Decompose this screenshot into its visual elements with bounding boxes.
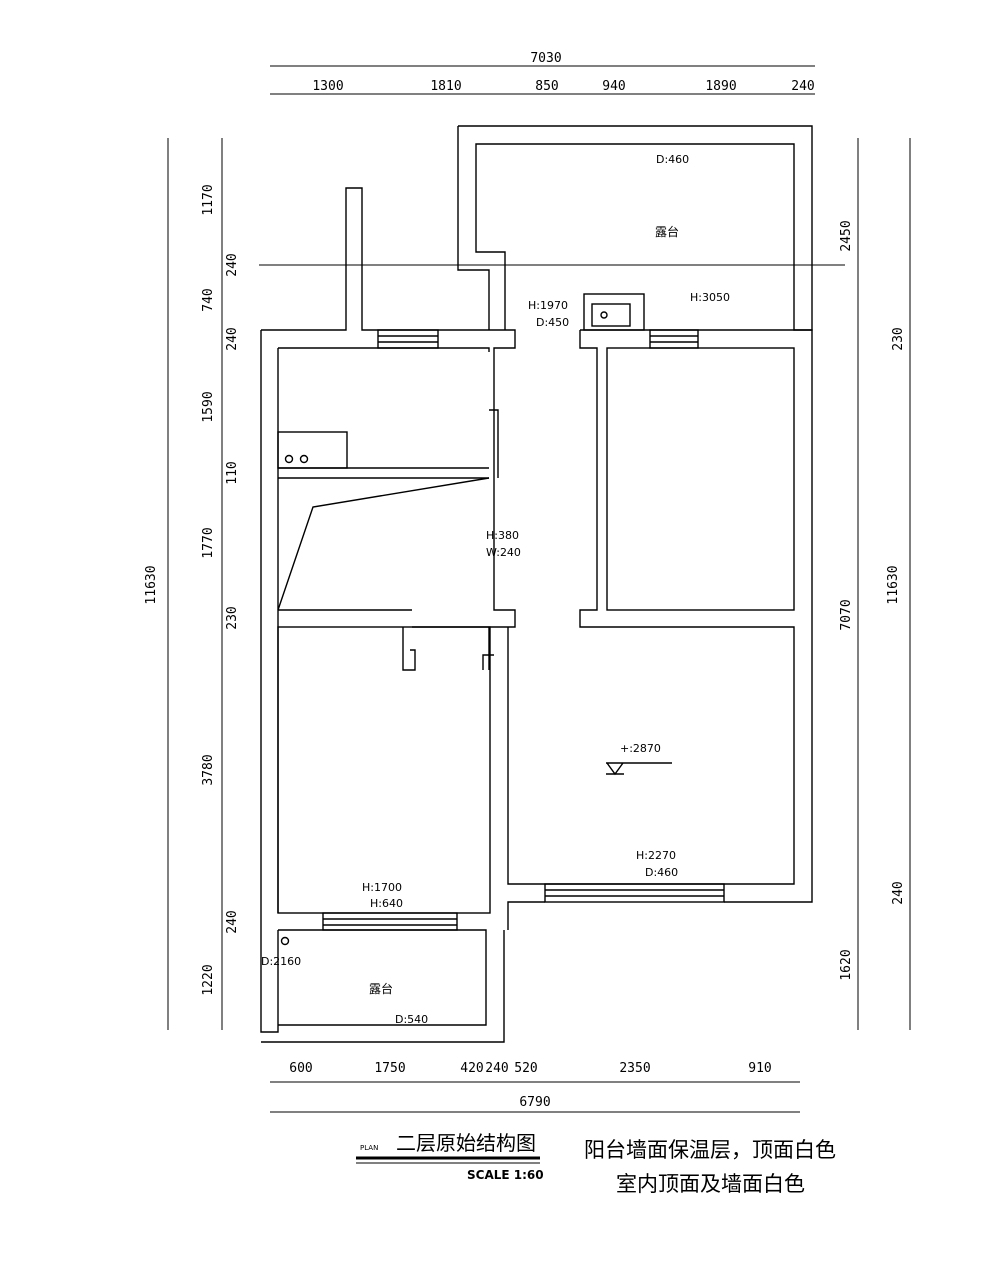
opening-mid-w: W:240 <box>486 546 521 559</box>
bottom-balcony-wall <box>261 930 505 1043</box>
balcony-top-label: 露台 <box>655 224 679 239</box>
note-line-2: 室内顶面及墙面白色 <box>616 1172 805 1196</box>
dim-top-seg: 1890 <box>705 79 736 94</box>
top-balcony-wall <box>457 126 490 330</box>
dim-right-seg: 1620 <box>839 949 854 980</box>
window-left-bottom <box>322 912 458 931</box>
window-right-h: H:2270 <box>636 849 676 862</box>
dim-bottom-seg: 910 <box>748 1061 771 1076</box>
left-bedroom-walls <box>277 626 491 914</box>
outer-wall <box>278 347 490 352</box>
dim-top-seg: 1300 <box>312 79 343 94</box>
right-room-upper <box>606 347 795 611</box>
drawing-title: 二层原始结构图 <box>396 1131 536 1155</box>
dim-top-seg: 940 <box>602 79 625 94</box>
window-left-d: H:640 <box>370 897 403 910</box>
balcony-bottom-d1: D:2160 <box>261 955 301 968</box>
stair-outline <box>277 477 490 611</box>
dim-left-total: 11630 <box>144 565 159 604</box>
dim-right-seg: 2450 <box>839 220 854 251</box>
drain-circle <box>280 936 290 946</box>
plan-tag: PLAN <box>360 1144 379 1152</box>
burner-left <box>284 454 294 464</box>
dimension-lines <box>167 65 911 1113</box>
dim-left-seg: 240 <box>225 327 240 350</box>
dim-left-seg: 1590 <box>201 391 216 422</box>
dim-left-seg: 1170 <box>201 184 216 215</box>
dim-left-seg: 740 <box>201 288 216 311</box>
drawing-scale: SCALE 1:60 <box>467 1168 544 1182</box>
outer-wall <box>261 187 516 628</box>
dim-left-seg: 240 <box>225 253 240 276</box>
window-right-d: D:460 <box>645 866 678 879</box>
dim-right-seg: 240 <box>891 881 906 904</box>
top-balcony-wall <box>458 125 813 331</box>
dim-left-seg: 3780 <box>201 754 216 785</box>
dim-left-seg: 110 <box>225 461 240 484</box>
pipe-circle <box>600 311 608 319</box>
balcony-top-depth: D:460 <box>656 153 689 166</box>
dim-top-seg: 850 <box>535 79 558 94</box>
window-top-right-h: H:3050 <box>690 291 730 304</box>
boiler-inner <box>591 303 631 327</box>
right-wall <box>580 329 813 903</box>
partition-wall <box>278 409 499 479</box>
window-top-left-h: H:1970 <box>528 299 568 312</box>
dim-bottom-seg: 600 <box>289 1061 312 1076</box>
dim-right-seg: 7070 <box>839 599 854 630</box>
partition-wall <box>278 609 416 671</box>
bottom-balcony-wall <box>278 929 487 1026</box>
dim-left-seg: 1770 <box>201 527 216 558</box>
dim-top-seg: 1810 <box>430 79 461 94</box>
right-wall <box>507 901 545 930</box>
burner-right <box>299 454 309 464</box>
dim-bottom-seg: 1750 <box>374 1061 405 1076</box>
note-line-1: 阳台墙面保温层，顶面白色 <box>584 1138 836 1162</box>
dim-bottom-seg: 420 <box>460 1061 483 1076</box>
dim-left-seg: 1220 <box>201 964 216 995</box>
dim-top-total: 7030 <box>530 51 561 66</box>
door-jamb <box>482 627 494 670</box>
window-right-bottom <box>544 883 725 903</box>
dim-bottom-total: 6790 <box>519 1095 550 1110</box>
dim-bottom-seg: 240 <box>485 1061 508 1076</box>
opening-mid-h: H:380 <box>486 529 519 542</box>
level-mark-label: +:2870 <box>620 742 661 755</box>
boiler <box>583 293 645 331</box>
window-top-right <box>649 329 699 349</box>
right-wall <box>507 330 795 885</box>
balcony-bottom-label: 露台 <box>369 981 393 996</box>
dim-bottom-seg: 2350 <box>619 1061 650 1076</box>
window-left-h: H:1700 <box>362 881 402 894</box>
dim-left-seg: 230 <box>225 606 240 629</box>
outer-wall <box>260 330 279 1033</box>
window-top-left-d: D:450 <box>536 316 569 329</box>
dim-right-total: 11630 <box>886 565 901 604</box>
level-marker <box>606 762 672 776</box>
dim-bottom-seg: 520 <box>514 1061 537 1076</box>
balcony-bottom-d2: D:540 <box>395 1013 428 1026</box>
window-top-left <box>377 329 439 349</box>
dim-right-seg: 230 <box>891 327 906 350</box>
dim-top-seg: 240 <box>791 79 814 94</box>
dim-left-seg: 240 <box>225 910 240 933</box>
